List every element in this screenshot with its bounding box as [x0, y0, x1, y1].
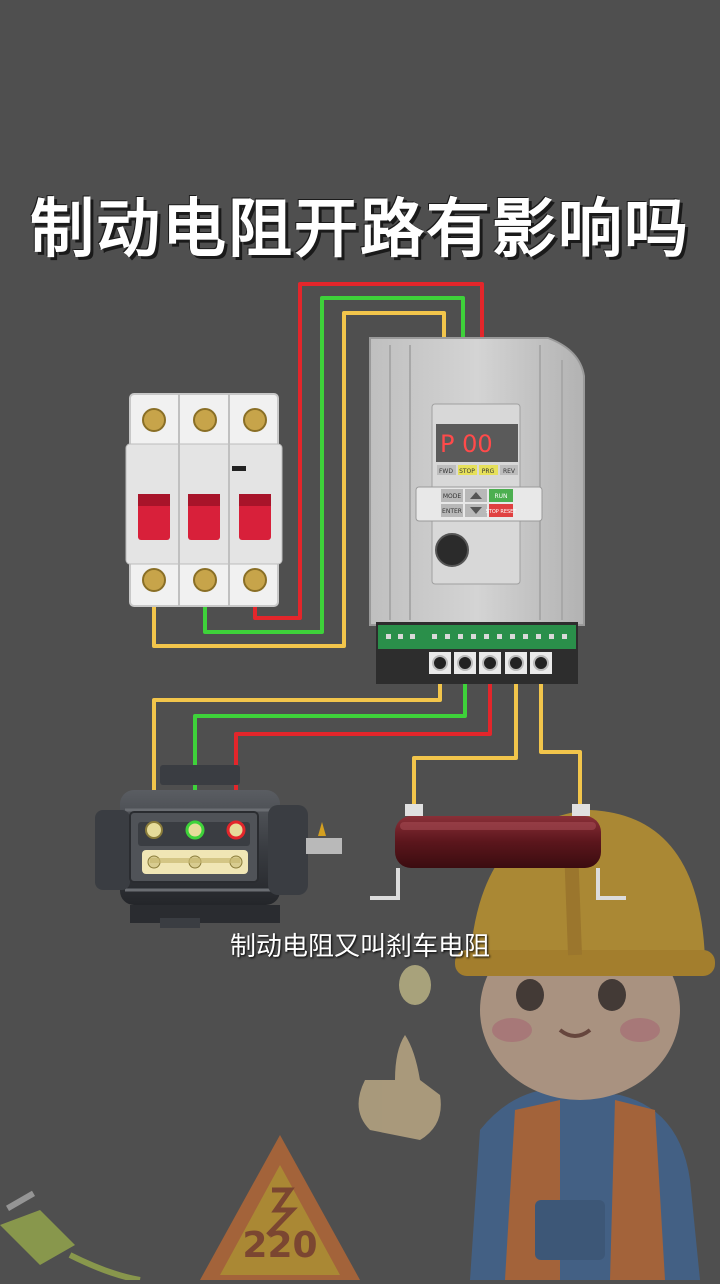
worker-illustration [358, 810, 715, 1280]
wire-yellow-pb1 [412, 662, 518, 808]
arrow-up-icon [470, 492, 482, 499]
resistor-bracket-right [596, 868, 626, 900]
inverter-power-terminals [429, 652, 552, 674]
motor-shaft [306, 838, 342, 854]
terminal-screw-icon [457, 655, 473, 671]
plug-icon [0, 1190, 141, 1283]
svg-text:ENTER: ENTER [442, 508, 462, 515]
svg-text:RUN: RUN [494, 493, 507, 500]
inverter-knob [435, 533, 469, 567]
bulb-icon [399, 965, 431, 1005]
worker-cheek-right [620, 1018, 660, 1042]
key-mode [441, 489, 463, 502]
svg-text:MODE: MODE [443, 493, 462, 500]
svg-text:REV: REV [503, 468, 516, 475]
terminal-screw-icon [243, 408, 267, 432]
warning-sign: 220 [200, 1135, 360, 1280]
inverter-display-text: P 00 [440, 430, 493, 458]
terminal-screw-icon [432, 655, 448, 671]
lightning-icon [266, 1187, 298, 1237]
key-prg [479, 465, 498, 475]
braking-resistor [370, 804, 626, 900]
key-fwd [437, 465, 456, 475]
terminal-screw-icon [185, 820, 205, 840]
worker-eye-left [516, 979, 544, 1011]
svg-text:FWD: FWD [439, 468, 453, 475]
resistor-bracket-left [370, 868, 400, 900]
key-enter [441, 504, 463, 517]
page-title: 制动电阻开路有影响吗 [30, 193, 690, 267]
worker-mouth [558, 1028, 592, 1038]
worker-vest-right [610, 1100, 665, 1280]
worker-eye-right [598, 979, 626, 1011]
inverter-top-keys: FWD STOP PRG REV [437, 465, 518, 475]
inverter-control-terminals [378, 625, 576, 649]
subtitle-caption: 制动电阻又叫刹车电阻 [229, 932, 490, 962]
terminal-screw-icon [226, 820, 246, 840]
resistor-terminal-left [405, 804, 423, 816]
wire-red-l3 [253, 282, 484, 620]
wire-green-l2 [203, 296, 465, 634]
svg-text:PRG: PRG [482, 468, 495, 475]
terminal-screw-icon [142, 408, 166, 432]
resistor-terminal-right [572, 804, 590, 816]
terminal-screw-icon [193, 408, 217, 432]
wire-yellow-l1 [152, 311, 446, 648]
terminal-screw-icon [193, 568, 217, 592]
svg-text:STOP RESET: STOP RESET [486, 509, 518, 515]
warning-sign-text: 220 [242, 1225, 317, 1266]
terminal-screw-icon [533, 655, 549, 671]
motor-shaft-key [318, 822, 326, 836]
motor-lifting-lug [160, 765, 240, 785]
worker-helmet-brim [455, 950, 715, 976]
motor [95, 765, 342, 928]
key-stop-top [458, 465, 477, 475]
terminal-screw-icon [145, 821, 163, 839]
breaker-top-terminals [142, 408, 267, 432]
key-run [489, 489, 513, 502]
terminal-screw-icon [243, 568, 267, 592]
key-stop-reset [489, 504, 513, 517]
worker-thumb-hand [358, 1035, 441, 1140]
terminal-screw-icon [142, 568, 166, 592]
inverter-keypad: MODE ENTER RUN STOP RESET [415, 486, 543, 522]
breaker-bottom-terminals [142, 568, 267, 592]
key-rev [500, 465, 518, 475]
inverter: P 00 FWD STOP PRG REV MODE ENTER RUN STO… [369, 337, 585, 684]
arrow-down-icon [470, 507, 482, 514]
circuit-breaker [125, 393, 283, 607]
worker-cheek-left [492, 1018, 532, 1042]
inverter-display [436, 424, 518, 462]
terminal-screw-icon [482, 655, 498, 671]
motor-front-cap [268, 805, 308, 895]
breaker-handles [138, 494, 271, 540]
svg-text:STOP: STOP [459, 468, 475, 475]
terminal-screw-icon [508, 655, 524, 671]
motor-rear-cap [95, 810, 130, 890]
worker-pocket [535, 1200, 605, 1260]
motor-base [130, 905, 280, 923]
wire-yellow-pb2 [539, 662, 582, 808]
